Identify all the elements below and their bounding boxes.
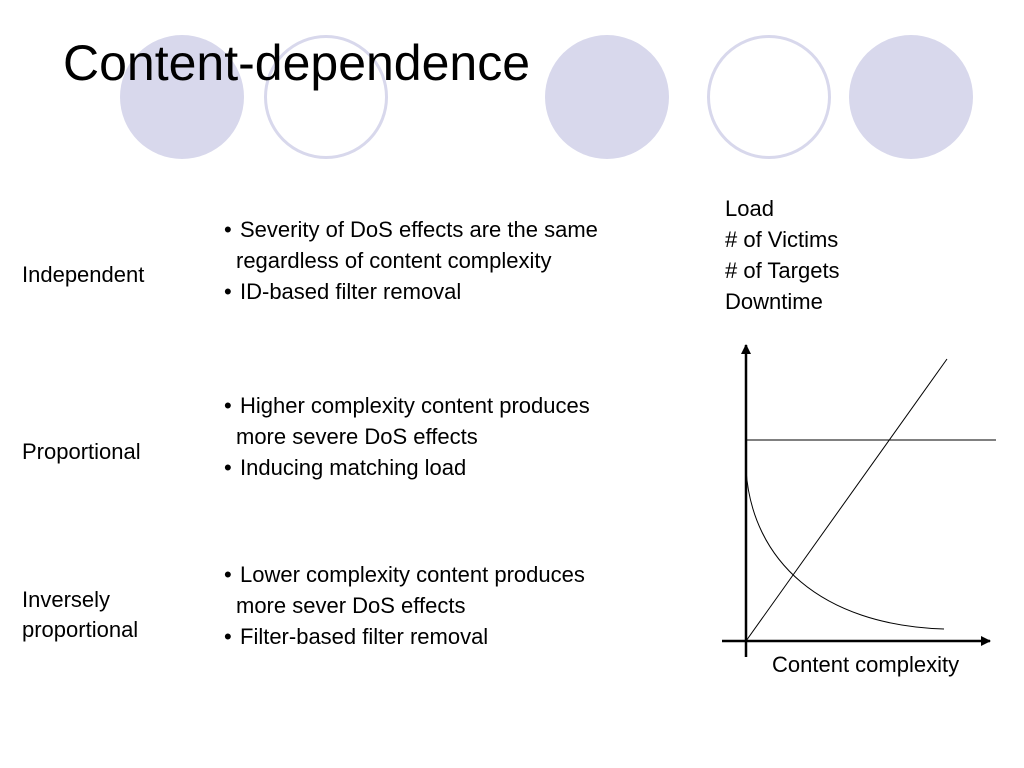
decorative-circle [849,35,973,159]
bullet-item: ID-based filter removal [224,276,598,307]
slide-title: Content-dependence [63,35,531,91]
y-axis-label-item: Downtime [725,289,823,314]
bullet-item: Severity of DoS effects are the same [224,214,598,245]
y-axis-label-list: Load # of Victims # of Targets Downtime [725,193,840,317]
decorative-circle [264,35,388,159]
bullet-item: Higher complexity content produces [224,390,590,421]
row-label-inversely-proportional: Inversely proportional [22,585,138,645]
bullet-item: Filter-based filter removal [224,621,585,652]
bullet-item-continuation: more sever DoS effects [236,593,466,618]
bullet-item-continuation: regardless of content complexity [236,248,552,273]
bullet-list-inversely-proportional: Lower complexity content produces more s… [224,559,585,652]
row-label-line: Inversely [22,587,111,612]
decorative-circle [707,35,831,159]
inversely-proportional-curve [745,469,945,630]
y-axis-label-item: # of Victims [725,227,839,252]
y-axis-label-item: # of Targets [725,258,840,283]
row-label-line: proportional [22,617,139,642]
bullet-item: Lower complexity content produces [224,559,585,590]
row-label-proportional: Proportional [22,439,141,464]
bullet-item: Inducing matching load [224,452,590,483]
bullet-item-continuation: more severe DoS effects [236,424,478,449]
bullet-list-independent: Severity of DoS effects are the same reg… [224,214,598,307]
y-axis-label-item: Load [725,196,774,221]
decorative-circle [545,35,669,159]
row-label-independent: Independent [22,262,145,287]
x-axis-label: Content complexity [772,652,960,677]
proportional-curve [745,358,948,642]
decorative-circle [120,35,244,159]
bullet-list-proportional: Higher complexity content produces more … [224,390,590,483]
